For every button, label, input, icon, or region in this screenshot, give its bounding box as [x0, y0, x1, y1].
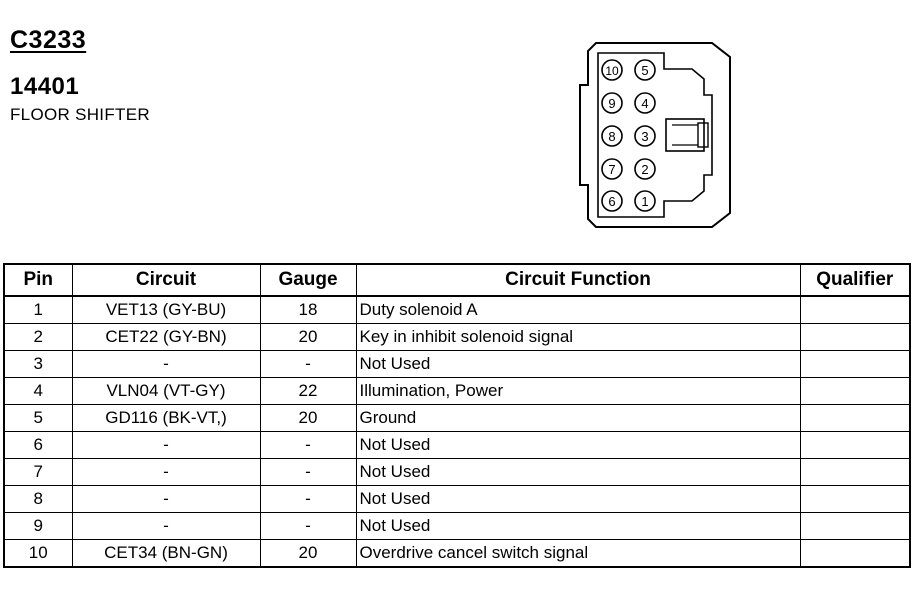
pin-7: 7 [601, 158, 623, 180]
cell-pin: 5 [3, 404, 73, 432]
cell-pin: 2 [3, 323, 73, 351]
pin-4: 4 [634, 92, 656, 114]
cell-circuit-function: Not Used [355, 458, 801, 486]
cell-qualifier [799, 295, 911, 324]
pin-label: 7 [608, 162, 615, 177]
cell-qualifier [799, 404, 911, 432]
cell-pin: 1 [3, 295, 73, 324]
pin-label: 6 [608, 194, 615, 209]
header-qualifier: Qualifier [799, 263, 911, 297]
cell-qualifier [799, 485, 911, 513]
table-row: 7--Not Used [3, 458, 911, 486]
cell-circuit-function: Not Used [355, 485, 801, 513]
cell-pin: 6 [3, 431, 73, 459]
cell-qualifier [799, 539, 911, 568]
cell-circuit-function: Overdrive cancel switch signal [355, 539, 801, 568]
cell-gauge: - [259, 485, 357, 513]
connector-id: C3233 [10, 26, 87, 54]
cell-circuit: GD116 (BK-VT,) [71, 404, 261, 432]
cell-qualifier [799, 431, 911, 459]
cell-circuit-function: Not Used [355, 350, 801, 378]
cell-circuit: - [71, 431, 261, 459]
connector-lock-tab-inner [697, 122, 709, 148]
cell-circuit-function: Not Used [355, 512, 801, 540]
table-row: 9--Not Used [3, 512, 911, 540]
cell-gauge: 20 [259, 323, 357, 351]
cell-gauge: - [259, 512, 357, 540]
cell-qualifier [799, 323, 911, 351]
cell-circuit: - [71, 512, 261, 540]
cell-circuit: CET34 (BN-GN) [71, 539, 261, 568]
connector-description: FLOOR SHIFTER [10, 105, 150, 124]
cell-circuit: - [71, 458, 261, 486]
pin-6: 6 [601, 190, 623, 212]
cell-circuit-function: Ground [355, 404, 801, 432]
table-header-row: Pin Circuit Gauge Circuit Function Quali… [3, 263, 911, 297]
cell-gauge: 22 [259, 377, 357, 405]
cell-qualifier [799, 458, 911, 486]
cell-circuit: - [71, 350, 261, 378]
pin-label: 8 [608, 129, 615, 144]
cell-gauge: - [259, 458, 357, 486]
pin-8: 8 [601, 125, 623, 147]
header-circuit-function: Circuit Function [355, 263, 801, 297]
cell-circuit: - [71, 485, 261, 513]
pinout-table: Pin Circuit Gauge Circuit Function Quali… [3, 263, 911, 568]
cell-circuit-function: Illumination, Power [355, 377, 801, 405]
cell-gauge: - [259, 431, 357, 459]
pin-3: 3 [634, 125, 656, 147]
cell-qualifier [799, 377, 911, 405]
cell-circuit-function: Duty solenoid A [355, 295, 801, 324]
pin-label: 1 [641, 194, 648, 209]
pin-9: 9 [601, 92, 623, 114]
pin-label: 10 [605, 64, 619, 78]
header-circuit: Circuit [71, 263, 261, 297]
cell-gauge: 18 [259, 295, 357, 324]
pin-2: 2 [634, 158, 656, 180]
cell-circuit: VET13 (GY-BU) [71, 295, 261, 324]
connector-cavity-outline [597, 52, 713, 218]
connector-lock-tab [665, 118, 705, 152]
table-row: 6--Not Used [3, 431, 911, 459]
cell-circuit: VLN04 (VT-GY) [71, 377, 261, 405]
connector-face-diagram: 10 5 9 4 8 3 7 2 6 1 [579, 42, 731, 228]
part-number: 14401 [10, 73, 80, 100]
pin-label: 5 [641, 63, 648, 78]
cell-pin: 8 [3, 485, 73, 513]
cell-pin: 7 [3, 458, 73, 486]
pin-label: 2 [641, 162, 648, 177]
cell-pin: 4 [3, 377, 73, 405]
table-row: 8--Not Used [3, 485, 911, 513]
cell-qualifier [799, 512, 911, 540]
cell-gauge: 20 [259, 539, 357, 568]
connector-housing-outline [579, 42, 731, 228]
header-gauge: Gauge [259, 263, 357, 297]
pin-label: 9 [608, 96, 615, 111]
cell-gauge: 20 [259, 404, 357, 432]
header-pin: Pin [3, 263, 73, 297]
cell-qualifier [799, 350, 911, 378]
table-row: 3--Not Used [3, 350, 911, 378]
cell-pin: 3 [3, 350, 73, 378]
pin-1: 1 [634, 190, 656, 212]
pin-10: 10 [601, 59, 623, 81]
cell-pin: 9 [3, 512, 73, 540]
pin-label: 4 [641, 96, 648, 111]
cell-circuit: CET22 (GY-BN) [71, 323, 261, 351]
pin-label: 3 [641, 129, 648, 144]
cell-circuit-function: Key in inhibit solenoid signal [355, 323, 801, 351]
pin-5: 5 [634, 59, 656, 81]
cell-pin: 10 [3, 539, 73, 568]
cell-circuit-function: Not Used [355, 431, 801, 459]
cell-gauge: - [259, 350, 357, 378]
